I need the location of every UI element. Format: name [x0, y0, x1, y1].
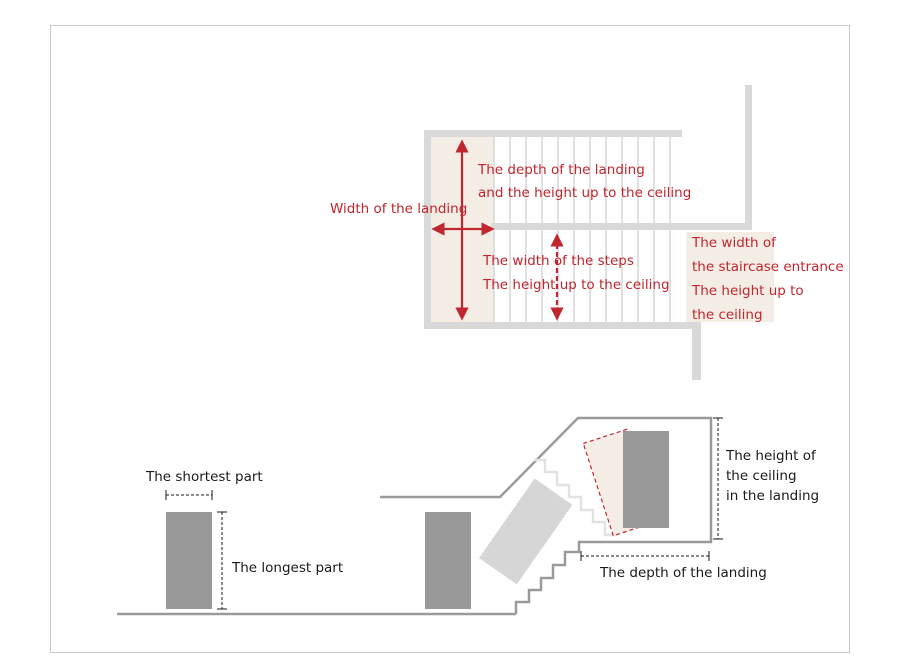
ceiling-height-label-2: the ceiling: [726, 468, 797, 484]
landing-depth-label-2: and the height up to the ceiling: [478, 185, 691, 201]
furniture-standing: [166, 512, 212, 609]
lower-flight-steps: [493, 230, 671, 322]
ceiling-height-label-3: in the landing: [726, 488, 819, 504]
plan-view: Width of the landing The depth of the la…: [330, 85, 844, 380]
section-view: The shortest part The longest part The h…: [117, 416, 819, 616]
entrance-label-4: the ceiling: [692, 307, 763, 323]
furniture-tilted: [479, 478, 573, 585]
plan-walls: [424, 85, 752, 380]
entrance-label-3: The height up to: [691, 283, 804, 299]
stair-profile: [534, 458, 617, 537]
ceiling-outline: [380, 416, 713, 614]
shortest-part-label: The shortest part: [145, 469, 263, 485]
furniture-ground: [425, 512, 471, 609]
diagram-frame: [50, 25, 850, 653]
entrance-label-1: The width of: [691, 235, 777, 251]
steps-label-1: The width of the steps: [482, 253, 634, 269]
entrance-label-2: the staircase entrance: [692, 259, 844, 275]
upper-flight-steps: [493, 137, 671, 223]
ceiling-height-label-1: The height of: [725, 448, 817, 464]
entrance-highlight: [686, 232, 774, 322]
landing-depth-section-label: The depth of the landing: [599, 565, 767, 581]
landing-depth-label-1: The depth of the landing: [477, 162, 645, 178]
furniture-landing: [623, 431, 669, 528]
landing-width-label: Width of the landing: [330, 201, 467, 217]
steps-label-2: The height up to the ceiling: [482, 277, 670, 293]
longest-part-label: The longest part: [231, 560, 343, 576]
